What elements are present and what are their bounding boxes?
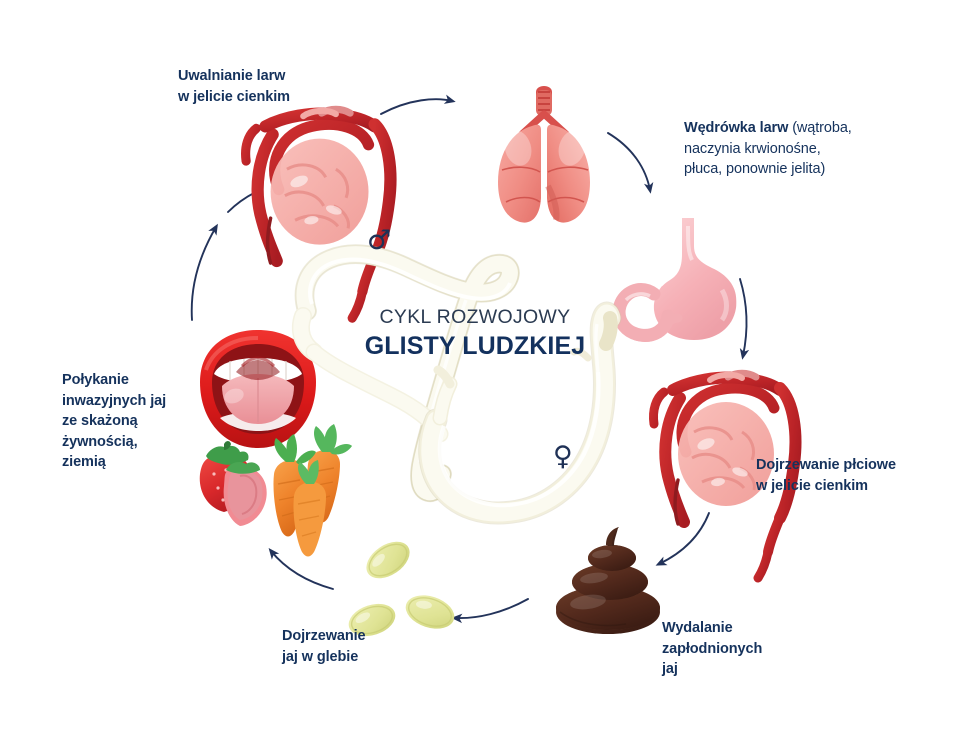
- arrow-stomach-to-intestines: [739, 278, 750, 360]
- arrow-intestines-to-feces: [655, 512, 710, 566]
- eggs-illustration: [348, 541, 455, 637]
- stage-label-uwalnianie-larw: Uwalnianie larw w jelicie cienkim: [178, 68, 290, 105]
- intestines-right-illustration: [649, 369, 802, 583]
- arrow-feces-to-eggs: [451, 598, 529, 624]
- stage-label-dojrzewanie-jaj: Dojrzewanie jaj w glebie: [282, 628, 366, 665]
- stage-label-polykanie-jaj: Połykanie inwazyjnych jaj ze skażoną żyw…: [62, 372, 167, 471]
- arrow-eggs-to-mouth: [268, 548, 334, 590]
- lungs-illustration: [498, 86, 590, 223]
- stage-label-dojrzewanie-plciowe: Dojrzewanie płciowe w jelicie cienkim: [756, 457, 896, 494]
- arrow-intestines-to-lungs: [380, 94, 456, 115]
- female-symbol: ♀: [553, 441, 573, 472]
- feces-illustration: [556, 527, 660, 634]
- stage-label-wedrowka-bold: Wędrówka larw: [684, 120, 789, 136]
- carrots-illustration: [273, 424, 352, 557]
- stage-label-wedrowka-larw: Wędrówka larw (wątroba, naczynia krwiono…: [684, 118, 899, 180]
- mouth-illustration: [200, 330, 316, 448]
- strawberry-illustration: [199, 441, 267, 526]
- arrow-lungs-to-stomach: [607, 132, 654, 194]
- intestines-top-illustration: [241, 105, 397, 323]
- stomach-illustration: [612, 218, 737, 342]
- stage-label-wydalanie-jaj: Wydalanie zapłodnionych jaj: [662, 620, 763, 678]
- cycle-arrows: [190, 94, 750, 624]
- roundworm-female-illustration: [418, 301, 622, 525]
- stage-label-wedrowka-rest: (wątroba, naczynia krwionośne, płuca, po…: [684, 120, 852, 178]
- arrow-mouth-to-intestines: [190, 223, 218, 321]
- male-symbol: ♂: [367, 225, 392, 256]
